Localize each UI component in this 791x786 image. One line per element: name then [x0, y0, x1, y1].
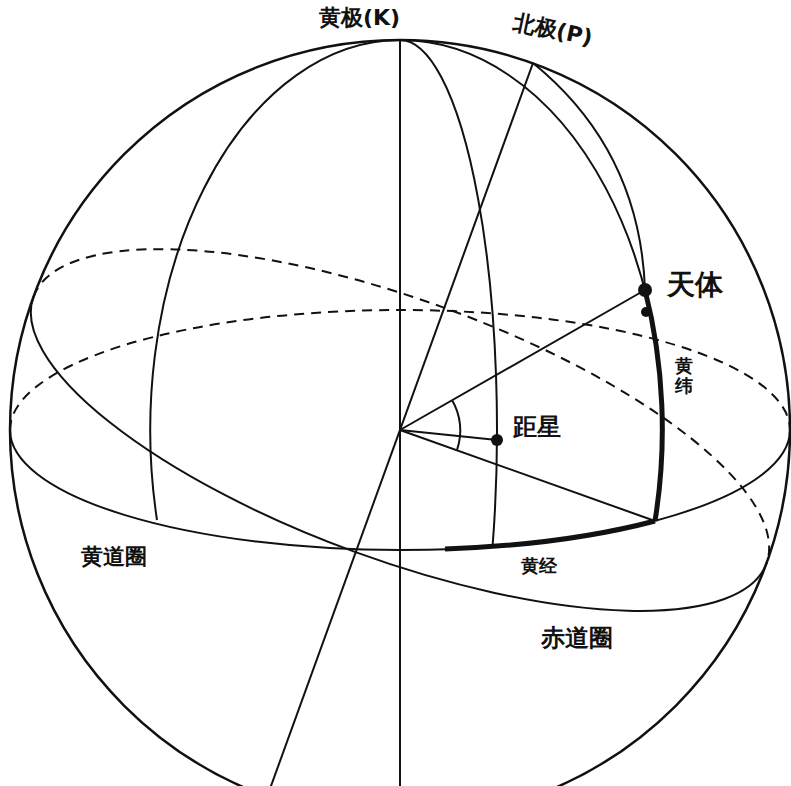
radius-line — [400, 290, 645, 430]
circle-label: 黄道圈 — [80, 545, 148, 569]
body-dot — [638, 283, 652, 297]
latitude-circle — [400, 40, 662, 521]
pole-label: 北极(P) — [510, 10, 595, 51]
polar-axis — [267, 63, 533, 786]
radius-line — [400, 430, 497, 440]
ecliptic-front — [10, 430, 790, 550]
longitude-label: 黄经 — [520, 556, 558, 576]
longitude-arc — [445, 521, 655, 549]
equator-front — [0, 297, 766, 686]
hour-circle — [533, 63, 645, 290]
radius-line — [400, 430, 655, 521]
star-label: 距星 — [512, 414, 562, 440]
equator-back — [34, 174, 791, 563]
angle-arc — [452, 400, 460, 450]
ecliptic-axis — [399, 40, 401, 786]
body-dot — [641, 307, 651, 317]
latitude-circle — [400, 40, 497, 546]
sphere-outline — [10, 40, 790, 786]
star-dot — [491, 434, 503, 446]
latitude-label: 黄纬 — [674, 356, 694, 396]
ecliptic-back — [10, 310, 790, 430]
latitude-circle — [150, 40, 400, 520]
circle-label: 赤道圈 — [540, 625, 614, 651]
pole-label: 黄极(K) — [318, 6, 401, 30]
body-label: 天体 — [666, 270, 724, 301]
latitude-arc — [645, 290, 662, 521]
